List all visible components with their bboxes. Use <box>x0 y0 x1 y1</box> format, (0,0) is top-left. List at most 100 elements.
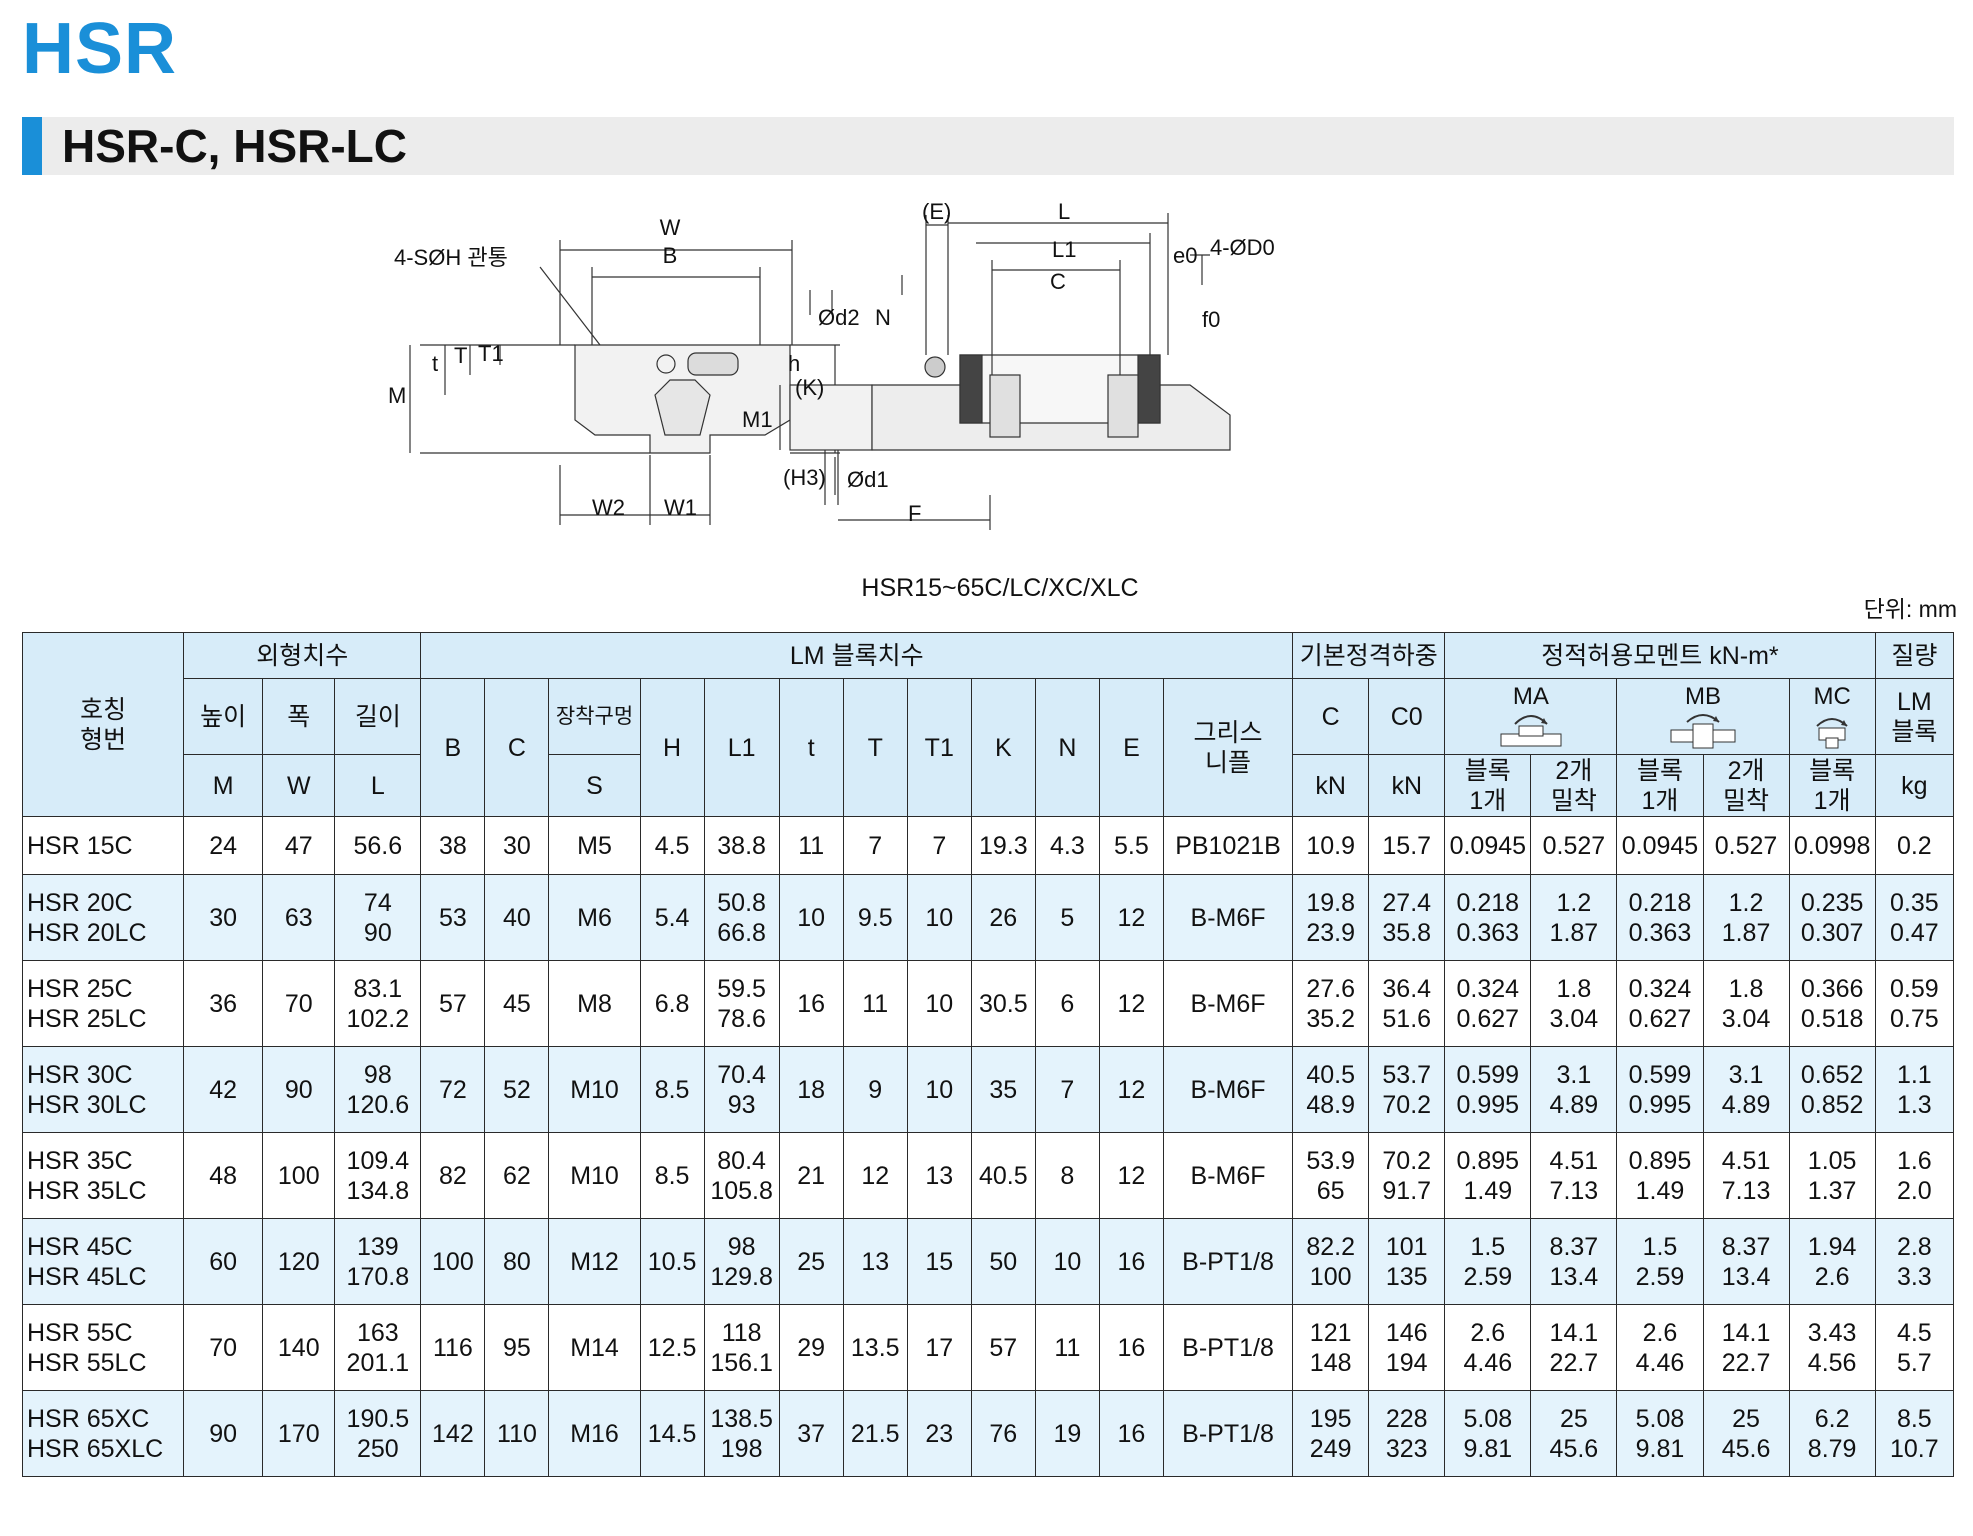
cell-c0: 36.4 51.6 <box>1368 960 1446 1047</box>
cell-t: 11 <box>842 960 908 1047</box>
cell-mc1: 6.2 8.79 <box>1788 1390 1876 1477</box>
svg-text:W: W <box>660 215 681 240</box>
cell-h: 8.5 <box>639 1132 705 1219</box>
cell-mb1: 2.6 4.46 <box>1616 1304 1704 1391</box>
header-sym-W: W <box>262 754 336 817</box>
cell-mass: 0.59 0.75 <box>1874 960 1955 1047</box>
svg-text:t: t <box>432 351 438 376</box>
svg-text:(E): (E) <box>922 199 951 224</box>
cell-t1: 23 <box>906 1390 972 1477</box>
cell-ma2: 25 45.6 <box>1530 1390 1618 1477</box>
cell-w: 47 <box>262 816 336 875</box>
cell-c: 52 <box>484 1046 550 1133</box>
cell-mb2: 14.1 22.7 <box>1702 1304 1790 1391</box>
cell-grease: B-PT1/8 <box>1162 1218 1294 1305</box>
cell-mass: 8.5 10.7 <box>1874 1390 1955 1477</box>
cell-l: 190.5 250 <box>334 1390 422 1477</box>
cell-grease: B-M6F <box>1162 1132 1294 1219</box>
cell-ma2: 8.37 13.4 <box>1530 1218 1618 1305</box>
cell-s: M16 <box>548 1390 641 1477</box>
cell-h: 5.4 <box>639 874 705 961</box>
cell-mb1: 0.0945 <box>1616 816 1704 875</box>
moment-a-icon <box>1500 714 1562 746</box>
svg-text:B: B <box>663 243 678 268</box>
cell-m: 70 <box>183 1304 264 1391</box>
cell-k: 57 <box>970 1304 1036 1391</box>
cell-b: 116 <box>420 1304 486 1391</box>
header-MB-two: 2개 밀착 <box>1702 754 1790 817</box>
header-T: T <box>842 678 908 817</box>
cell-cr: 40.5 48.9 <box>1292 1046 1370 1133</box>
cell-cr: 53.9 65 <box>1292 1132 1370 1219</box>
svg-text:L1: L1 <box>1052 237 1076 262</box>
cell-grease: B-M6F <box>1162 960 1294 1047</box>
cell-grease: PB1021B <box>1162 816 1294 875</box>
cell-m: 48 <box>183 1132 264 1219</box>
cell-l1: 118 156.1 <box>703 1304 780 1391</box>
cell-w: 90 <box>262 1046 336 1133</box>
cell-c: 45 <box>484 960 550 1047</box>
cell-k: 30.5 <box>970 960 1036 1047</box>
cell-model: HSR 20C HSR 20LC <box>21 874 185 961</box>
cell-c0: 146 194 <box>1368 1304 1446 1391</box>
cell-e: 5.5 <box>1098 816 1164 875</box>
cell-l1: 59.5 78.6 <box>703 960 780 1047</box>
cell-mc1: 0.652 0.852 <box>1788 1046 1876 1133</box>
cell-w: 140 <box>262 1304 336 1391</box>
cell-grease: B-M6F <box>1162 1046 1294 1133</box>
cell-n: 10 <box>1034 1218 1100 1305</box>
cell-cr: 19.8 23.9 <box>1292 874 1370 961</box>
cell-ma2: 1.8 3.04 <box>1530 960 1618 1047</box>
cell-k: 76 <box>970 1390 1036 1477</box>
cell-t: 13 <box>842 1218 908 1305</box>
header-sym-L: L <box>334 754 422 817</box>
cell-c0: 101 135 <box>1368 1218 1446 1305</box>
brand-title: HSR <box>22 9 178 89</box>
cell-cr: 121 148 <box>1292 1304 1370 1391</box>
cell-t1: 10 <box>906 1046 972 1133</box>
cell-model: HSR 15C <box>21 816 185 875</box>
header-t: t <box>778 678 844 817</box>
cell-mb1: 0.895 1.49 <box>1616 1132 1704 1219</box>
cell-mc1: 0.0998 <box>1788 816 1876 875</box>
cell-ma2: 0.527 <box>1530 816 1618 875</box>
cell-ma1: 0.0945 <box>1444 816 1532 875</box>
unit-label: 단위: mm <box>1863 596 1957 622</box>
cell-b: 38 <box>420 816 486 875</box>
svg-text:T1: T1 <box>478 341 504 366</box>
cell-l: 74 90 <box>334 874 422 961</box>
header-E: E <box>1098 678 1164 817</box>
header-MC-one: 블록 1개 <box>1788 754 1876 817</box>
drawing-caption: HSR15~65C/LC/XC/XLC <box>861 574 1139 602</box>
cell-model: HSR 35C HSR 35LC <box>21 1132 185 1219</box>
svg-text:(K): (K) <box>795 375 824 400</box>
cell-ma1: 1.5 2.59 <box>1444 1218 1532 1305</box>
cell-mc1: 0.235 0.307 <box>1788 874 1876 961</box>
cell-b: 72 <box>420 1046 486 1133</box>
cell-l: 109.4 134.8 <box>334 1132 422 1219</box>
cell-n: 7 <box>1034 1046 1100 1133</box>
header-N: N <box>1034 678 1100 817</box>
cell-t1: 13 <box>906 1132 972 1219</box>
cell-m: 90 <box>183 1390 264 1477</box>
cell-ma1: 0.218 0.363 <box>1444 874 1532 961</box>
cell-mass: 1.1 1.3 <box>1874 1046 1955 1133</box>
cell-n: 6 <box>1034 960 1100 1047</box>
section-accent <box>22 117 42 175</box>
cell-mb1: 0.324 0.627 <box>1616 960 1704 1047</box>
cell-mc1: 1.94 2.6 <box>1788 1218 1876 1305</box>
header-L1: L1 <box>703 678 780 817</box>
cell-mb1: 1.5 2.59 <box>1616 1218 1704 1305</box>
cell-e: 16 <box>1098 1304 1164 1391</box>
cell-e: 12 <box>1098 1046 1164 1133</box>
cell-ma2: 1.2 1.87 <box>1530 874 1618 961</box>
cell-m: 30 <box>183 874 264 961</box>
header-K: K <box>970 678 1036 817</box>
cell-t: 10 <box>778 874 844 961</box>
cell-s: M14 <box>548 1304 641 1391</box>
technical-drawing: W B M t T T1 (K) (H3) W2 W1 4-SØH 관통 (E)… <box>388 199 1275 530</box>
cell-t: 9.5 <box>842 874 908 961</box>
